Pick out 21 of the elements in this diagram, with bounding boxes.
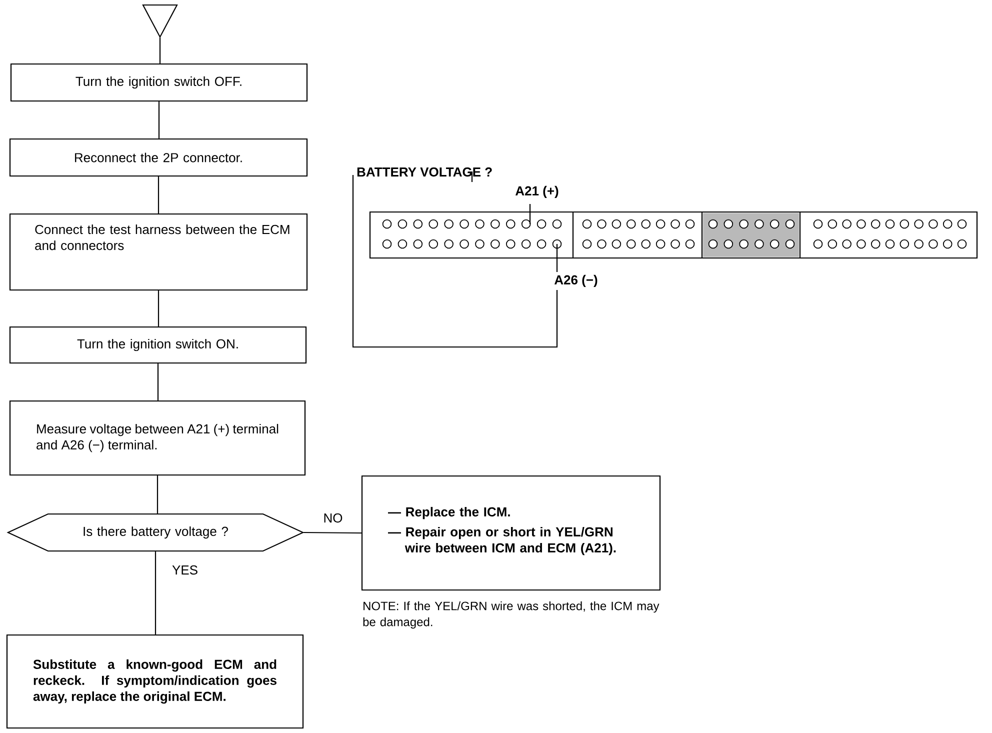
connector-line bbox=[156, 476, 158, 514]
action-box: — Replace the ICM. — Repair open or short in YEL/GRN wire between ICM and ECM (A21). bbox=[361, 475, 661, 591]
connector-line bbox=[158, 102, 160, 138]
connector-line bbox=[158, 290, 160, 326]
connector-line bbox=[154, 552, 156, 634]
terminal-label: A21 (+) bbox=[515, 186, 558, 198]
edge-label: YES bbox=[171, 564, 199, 576]
connector-line bbox=[157, 364, 159, 400]
connector-line bbox=[159, 38, 161, 64]
terminal-label: A26 (−) bbox=[554, 274, 598, 288]
terminal-label: BATTERY VOLTAGE ? bbox=[357, 167, 492, 177]
action-box: Turn the ignition switch ON. bbox=[9, 326, 307, 364]
action-box: Substitute a known-good ECM and reckeck. If symptom/indication goes away, replace the original ECM. bbox=[6, 634, 304, 729]
connector-line bbox=[158, 176, 160, 214]
action-box: Measure voltage between A21 (+) terminal and A26 (−) terminal. bbox=[9, 400, 306, 476]
edge-label: NO bbox=[322, 512, 344, 524]
action-box: Turn the ignition switch OFF. bbox=[10, 63, 308, 102]
connector-line bbox=[304, 532, 362, 534]
note-text: NOTE: If the YEL/GRN wire was shorted, the ICM may be damaged. bbox=[363, 601, 660, 629]
action-box: Connect the test harness between the ECM and connectors bbox=[9, 213, 308, 291]
action-box: Reconnect the 2P connector. bbox=[9, 138, 308, 177]
